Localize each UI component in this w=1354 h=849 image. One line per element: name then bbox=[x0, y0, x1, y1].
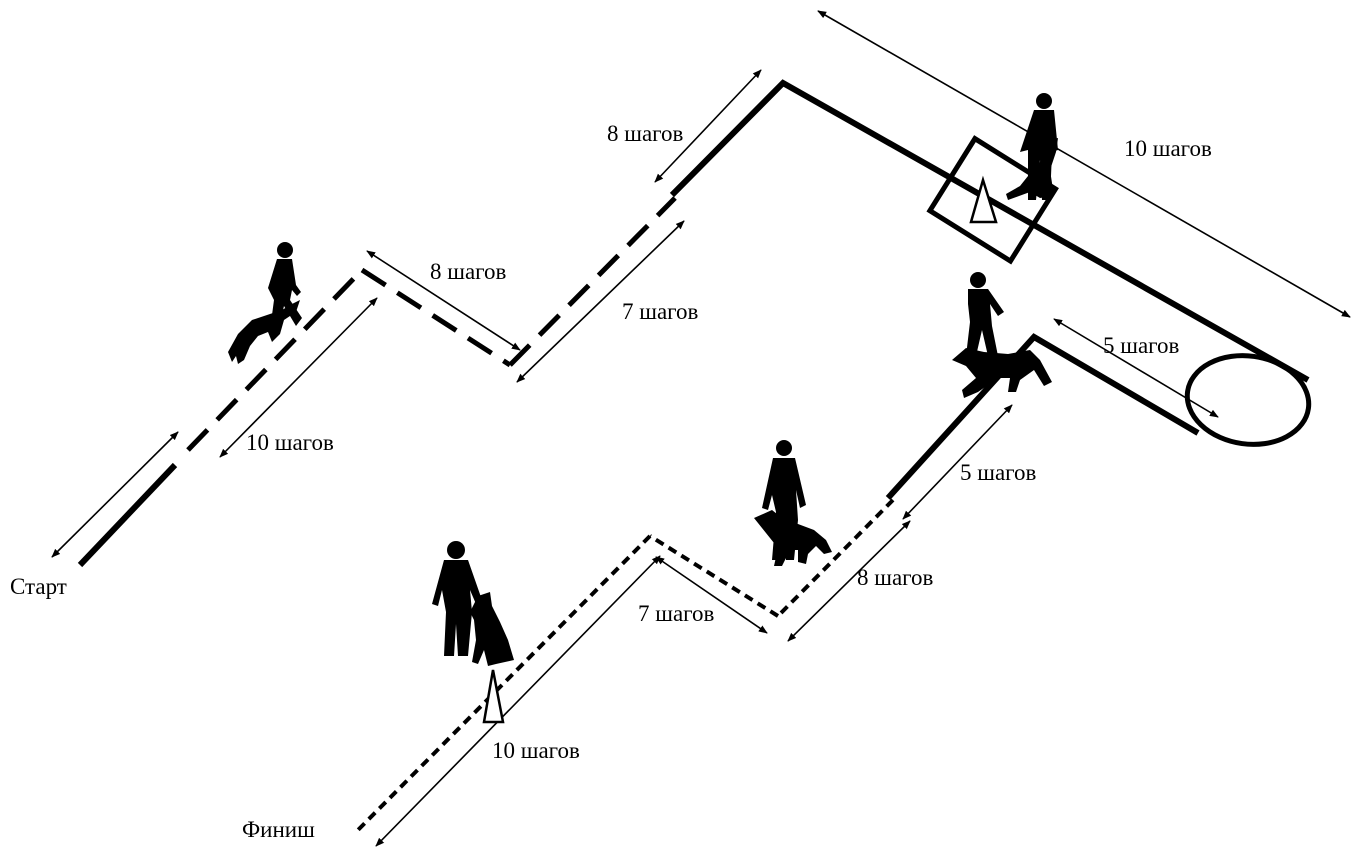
course-dotted-finish bbox=[354, 534, 652, 834]
walking-handler-icon bbox=[966, 272, 1004, 356]
dim-arrow-top-short bbox=[654, 69, 762, 183]
circle-zone bbox=[1184, 353, 1312, 447]
course-dashed-rise-2 bbox=[508, 196, 677, 367]
dim-arrow-peak-1 bbox=[366, 250, 521, 351]
label-peak-1: 8 шагов bbox=[430, 259, 507, 284]
dim-arrow-mid-down bbox=[787, 520, 911, 642]
label-start-segment: 10 шагов bbox=[246, 430, 334, 455]
label-mid-down: 8 шагов bbox=[857, 565, 934, 590]
label-right-down: 5 шагов bbox=[960, 460, 1037, 485]
dim-arrow-right-down bbox=[902, 404, 1013, 520]
dog-icon bbox=[952, 348, 1052, 398]
dim-arrow-circle bbox=[1053, 318, 1219, 418]
dim-arrow-top-long bbox=[817, 10, 1351, 318]
dim-arrow-start bbox=[51, 431, 179, 558]
dim-arrow-rise-1 bbox=[219, 297, 378, 458]
dog-icon bbox=[228, 300, 300, 364]
cone-icon bbox=[482, 669, 505, 724]
dim-arrow-valley bbox=[655, 556, 768, 634]
dog-icon bbox=[754, 510, 832, 566]
course-dashed-fall-1 bbox=[360, 267, 512, 368]
dim-arrow-rise-2 bbox=[516, 220, 685, 383]
dog-icon bbox=[1006, 138, 1058, 200]
dog-icon bbox=[470, 592, 514, 666]
label-top-short: 8 шагов bbox=[607, 121, 684, 146]
course-return-solid bbox=[885, 333, 1200, 501]
label-circle: 5 шагов bbox=[1103, 333, 1180, 358]
dim-arrow-finish bbox=[375, 555, 661, 847]
label-top-long: 10 шагов bbox=[1124, 136, 1212, 161]
start-label: Старт bbox=[10, 574, 67, 599]
label-valley: 7 шагов bbox=[638, 601, 715, 626]
finish-label: Финиш bbox=[242, 817, 315, 842]
label-finish-segment: 10 шагов bbox=[492, 738, 580, 763]
standing-handler-icon bbox=[432, 541, 482, 656]
label-rise-2: 7 шагов bbox=[622, 299, 699, 324]
